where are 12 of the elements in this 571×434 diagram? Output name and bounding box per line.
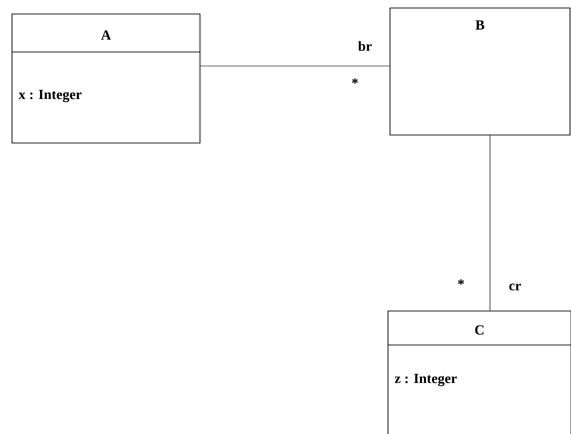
class-box bbox=[388, 310, 571, 434]
class-name: A bbox=[101, 30, 111, 40]
class-name: C bbox=[475, 325, 484, 335]
attribute-text: z : Integer bbox=[394, 374, 457, 386]
multiplicity: * bbox=[352, 78, 358, 84]
attribute-text: x : Integer bbox=[18, 90, 82, 102]
role-name: br bbox=[358, 41, 372, 51]
class-box bbox=[12, 14, 200, 144]
multiplicity: * bbox=[458, 279, 464, 285]
class-name: B bbox=[476, 20, 484, 30]
class-box bbox=[390, 8, 570, 136]
role-name: cr bbox=[509, 284, 521, 290]
